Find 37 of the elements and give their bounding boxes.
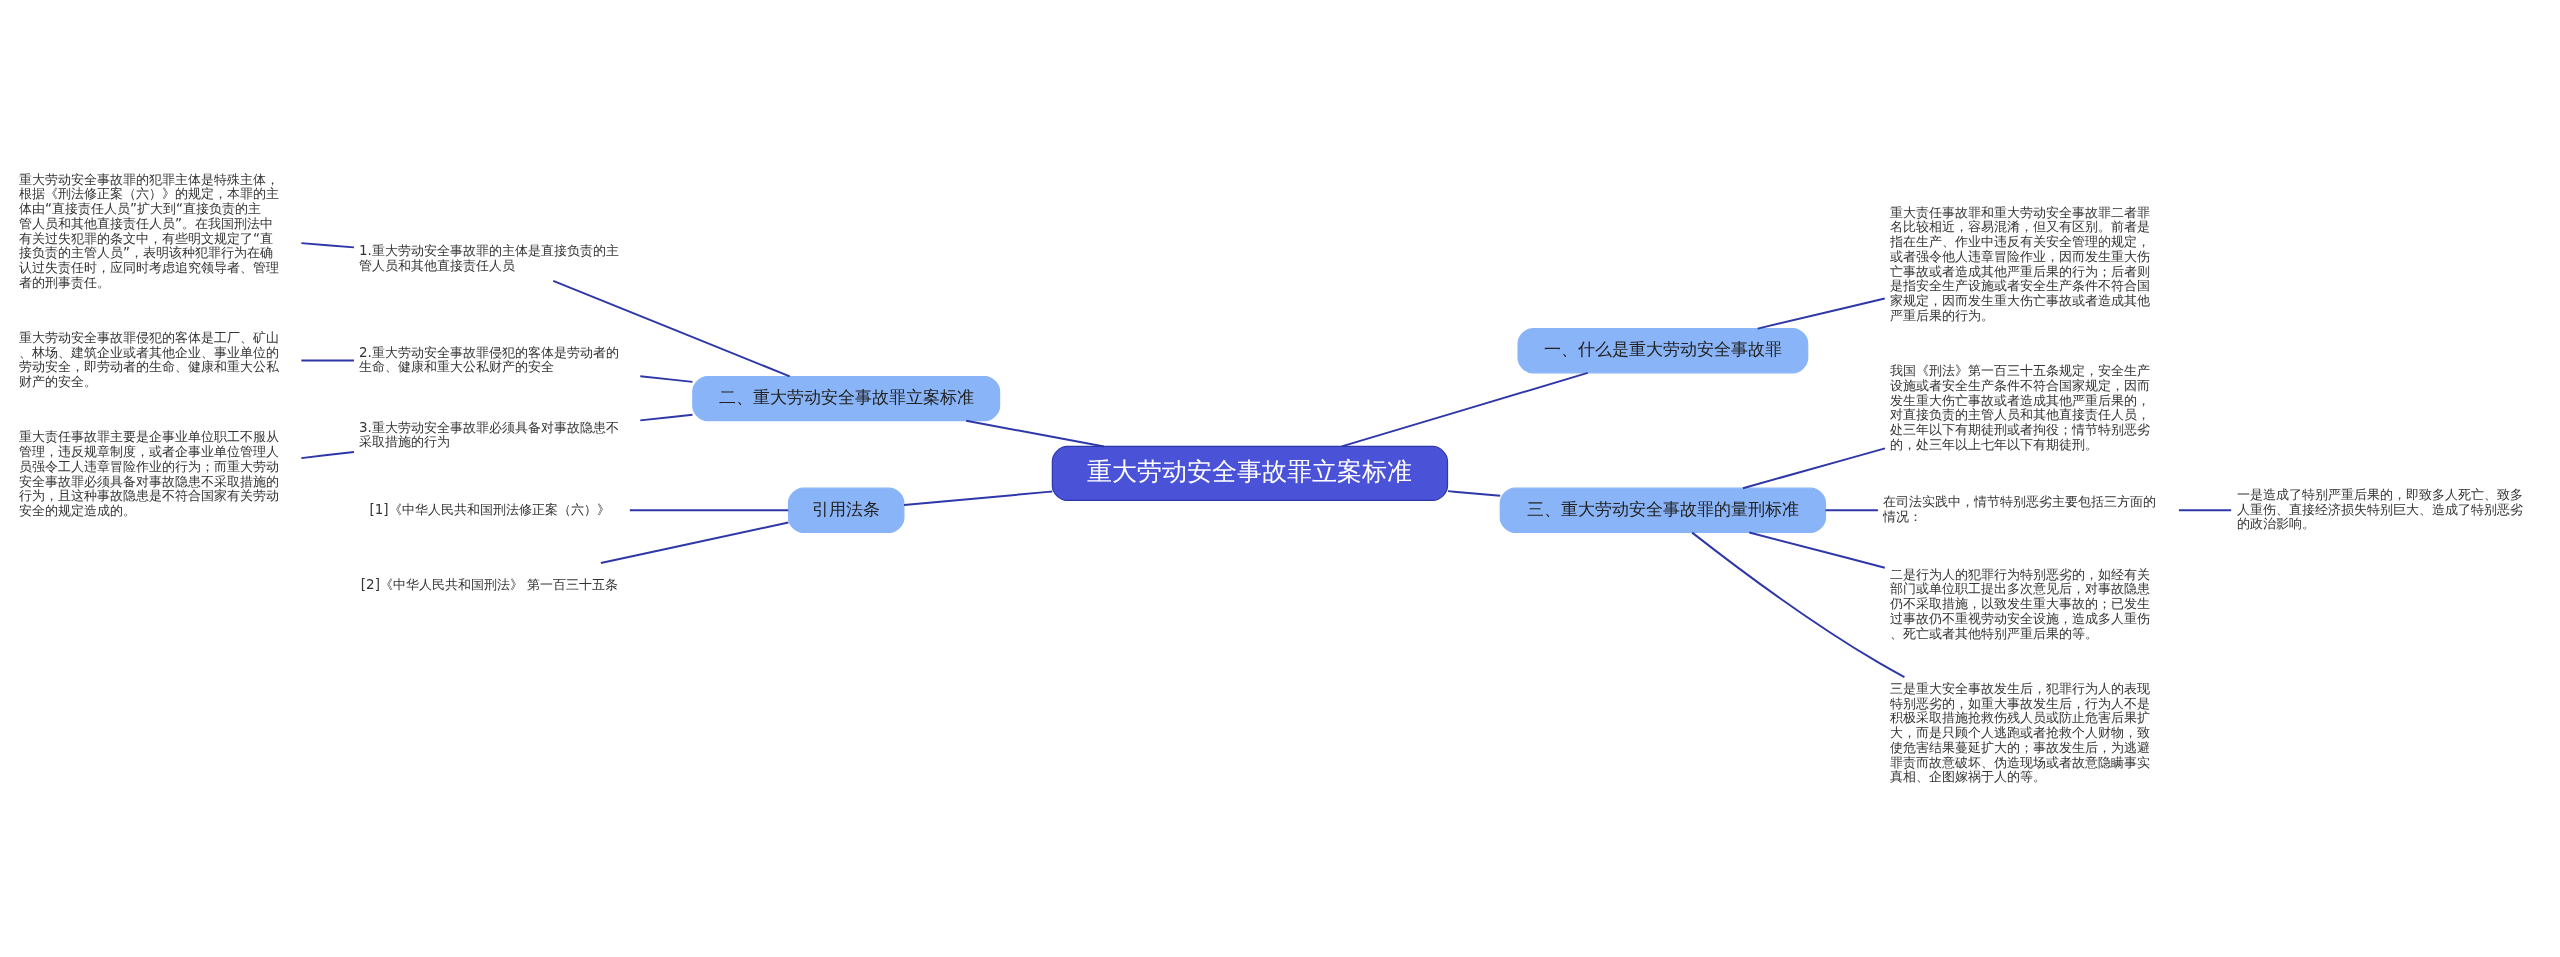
node-box: 三、重大劳动安全事故罪的量刑标准: [1499, 487, 1827, 533]
node-text: 二是行为人的犯罪行为特别恶劣的，如经有关部门或单位职工提出多次意见后，对事故隐患仍不采取措施，以致发生重大事故的；已发生过事故仍不重视劳动安全设施，造成多人重伤、死亡或者其他特别严重后果的等。: [1889, 565, 2150, 641]
connector: [1447, 489, 1502, 497]
node-text: 重大责任事故罪主要是企事业单位职工不服从管理，违反规章制度，或者企事业单位管理人员强令工人违章冒险作业的行为；而重大劳动安全事故罪必须具备对事故隐患不采取措施的行为，且这种事故隐患是不符合国家有关劳动安全的规定造成的。: [19, 427, 280, 518]
node-text: [1]《中华人民共和国刑法修正案（六）》: [369, 500, 610, 517]
connector: [552, 279, 791, 377]
node-box: 二、重大劳动安全事故罪立案标准: [692, 375, 1001, 421]
connector: [1756, 297, 1886, 330]
node-text: 在司法实践中，情节特别恶劣主要包括三方面的情况：: [1883, 492, 2157, 524]
node-text: 重大劳动安全事故罪侵犯的客体是工厂、矿山、林场、建筑企业或者其他企业、事业单位的劳动安全，即劳动者的生命、健康和重大公私财产的安全。: [19, 328, 280, 389]
connector: [1691, 531, 1906, 678]
node-text: 重大责任事故罪和重大劳动安全事故罪二者罪名比较相近，容易混淆，但又有区别。前者是指在生产、作业中违反有关安全管理的规定，或者强令他人违章冒险作业，因而发生重大伤亡事故或者造成其他严重后果的行为；后者则是指安全生产设施或者安全生产条件不符合国家规定，因而发生重大伤亡事故或者造成其他严重后果的行为。: [1889, 203, 2150, 323]
connector: [599, 521, 790, 564]
connector: [965, 419, 1105, 447]
node-text: 一是造成了特别严重后果的，即致多人死亡、致多人重伤、直接经济损失特别巨大、造成了特别恶劣的政治影响。: [2236, 485, 2523, 531]
connector: [639, 374, 694, 383]
connector: [903, 490, 1054, 506]
node-text: 三是重大安全事故发生后，犯罪行为人的表现特别恶劣的，如重大事故发生后，行为人不是积极采取措施抢救伤残人员或防止危害后果扩大，而是只顾个人逃跑或者抢救个人财物，致使危害结果蔓延扩大的；事故发生后，为逃避罪责而故意破坏、伪造现场或者故意隐瞒事实真相、企图嫁祸于人的等。: [1889, 679, 2150, 784]
node-text: 2.重大劳动安全事故罪侵犯的客体是劳动者的生命、健康和重大公私财产的安全: [359, 343, 619, 374]
connector: [1741, 446, 1886, 489]
node-text: 3.重大劳动安全事故罪必须具备对事故隐患不采取措施的行为: [359, 418, 619, 449]
connector: [628, 508, 790, 511]
node-text: 重大劳动安全事故罪的犯罪主体是特殊主体，根据《刑法修正案（六）》的规定，本罪的主体由“直接责任人员”扩大到“直接负责的主管人员和其他直接责任人员”。在我国刑法中有关过失犯罪的条文中，有些明文规定了“直接负责的主管人员”，表明该种犯罪行为在确认过失责任时，应同时考虑追究领导者、管理者的刑事责任。: [19, 170, 280, 290]
connector: [300, 450, 355, 459]
node-text: 我国《刑法》第一百三十五条规定，安全生产设施或者安全生产条件不符合国家规定，因而发生重大伤亡事故或者造成其他严重后果的，对直接负责的主管人员和其他直接责任人员，处三年以下有期徒刑或者拘役；情节特别恶劣的，处三年以上七年以下有期徒刑。: [1889, 361, 2150, 452]
node-box: 引用法条: [787, 487, 905, 533]
connector: [2177, 508, 2233, 511]
node-box: 一、什么是重大劳动安全事故罪: [1517, 327, 1809, 373]
node-box: 重大劳动安全事故罪立案标准: [1051, 445, 1449, 501]
node-text: [2]《中华人民共和国刑法》 第一百三十五条: [360, 575, 619, 592]
connector: [1824, 508, 1879, 511]
connector: [300, 359, 355, 362]
connector: [1340, 371, 1589, 447]
connector: [300, 241, 355, 248]
connector: [1748, 530, 1886, 569]
connector: [639, 413, 694, 421]
node-text: 1.重大劳动安全事故罪的主体是直接负责的主管人员和其他直接责任人员: [359, 241, 619, 273]
